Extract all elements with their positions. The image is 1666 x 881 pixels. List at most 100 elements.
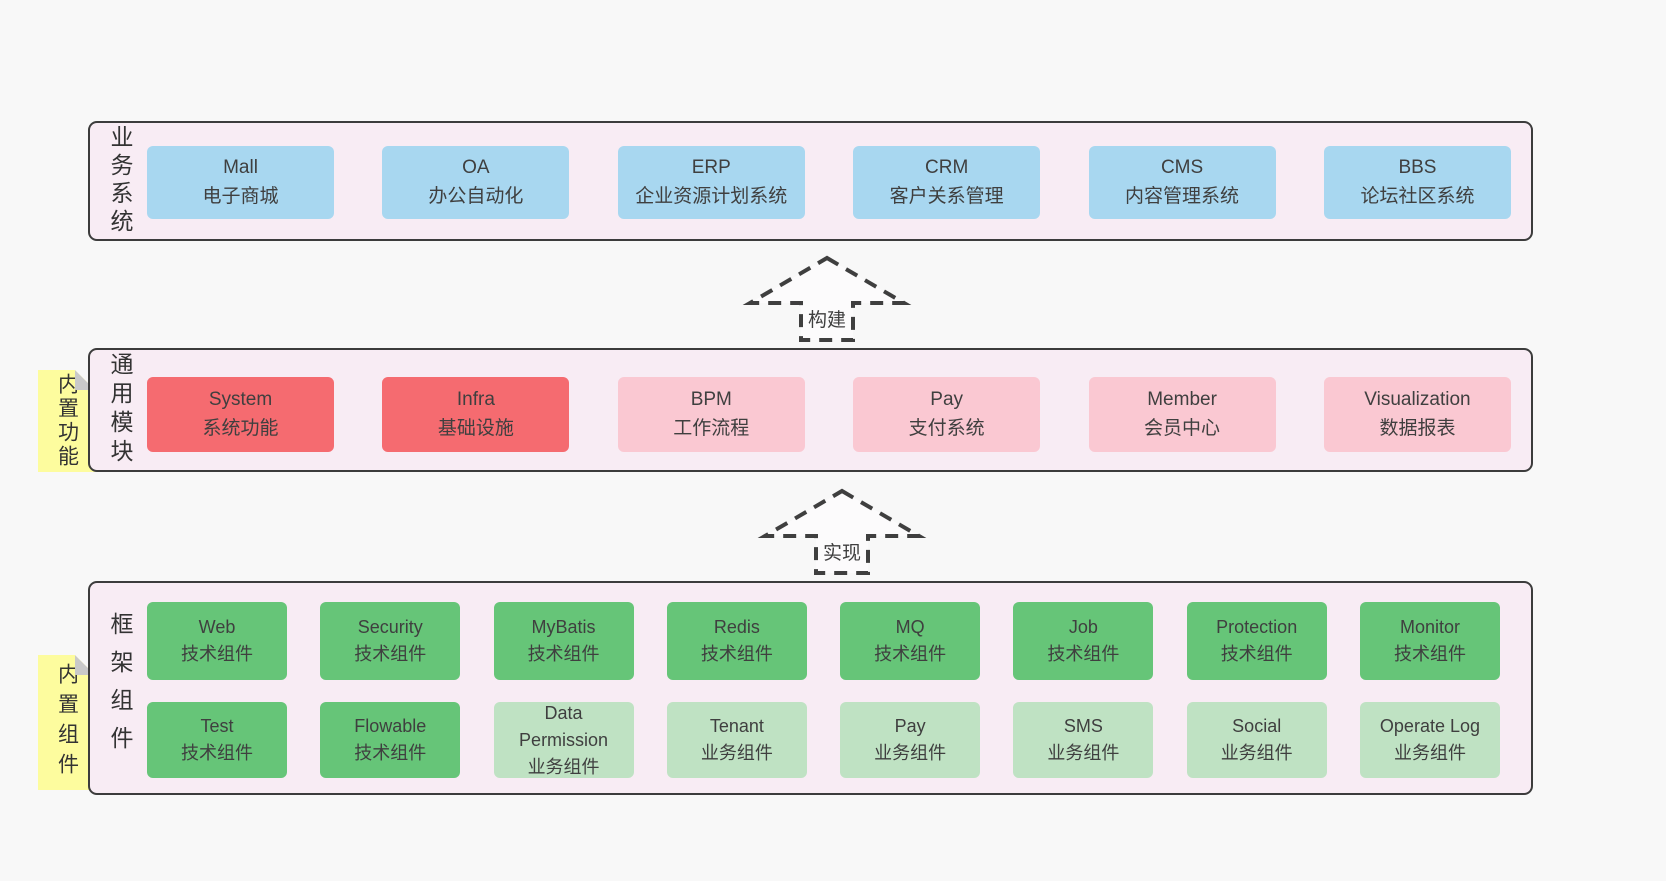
box-en: MQ: [895, 617, 925, 637]
box-zh: 技术组件: [874, 644, 947, 664]
box-zh: 技术组件: [700, 644, 773, 664]
box-security: Security 技术组件: [320, 602, 461, 680]
box-en: ERP: [691, 157, 731, 178]
box-pay-module: Pay 支付系统: [853, 377, 1041, 452]
box-zh: 业务组件: [874, 743, 947, 763]
box-zh: 企业资源计划系统: [635, 185, 788, 207]
box-zh: 技术组件: [181, 644, 253, 664]
box-zh: 办公自动化: [428, 185, 524, 207]
box-mall: Mall 电子商城: [147, 146, 334, 219]
box-zh: 系统功能: [202, 417, 279, 439]
box-zh: 基础设施: [437, 417, 514, 439]
box-zh: 技术组件: [1220, 644, 1293, 664]
box-en: CRM: [925, 157, 969, 178]
box-zh: 技术组件: [1047, 644, 1120, 664]
box-en: System: [208, 389, 273, 410]
box-test: Test 技术组件: [147, 702, 287, 778]
box-zh: 业务组件: [527, 756, 600, 777]
builtin-components-sticky-note: 内置组件: [38, 655, 95, 790]
box-en: MyBatis: [531, 617, 596, 637]
framework-components-container: 框架组件 Web 技术组件 Security 技术组件 MyBatis 技术组件…: [88, 581, 1533, 795]
box-en: Mall: [223, 157, 258, 178]
box-zh: 数据报表: [1379, 417, 1456, 439]
builtin-features-sticky-note: 内置功能: [38, 370, 95, 472]
implement-arrow-label: 实现: [819, 538, 865, 565]
common-modules-container: 通用模块 System 系统功能 Infra 基础设施 BPM 工作流程 Pay…: [88, 348, 1533, 472]
box-en: CMS: [1160, 157, 1204, 178]
business-systems-container: 业务系统 Mall 电子商城 OA 办公自动化 ERP 企业资源计划系统 CRM…: [88, 121, 1533, 241]
box-en: Test: [200, 716, 234, 736]
box-mybatis: MyBatis 技术组件: [493, 602, 634, 680]
box-web: Web 技术组件: [147, 602, 287, 680]
box-en: Redis: [713, 617, 760, 637]
box-cms: CMS 内容管理系统: [1088, 146, 1276, 219]
framework-row-2: Test 技术组件 Flowable 技术组件 Data Permission …: [147, 702, 1500, 778]
box-zh: 技术组件: [354, 743, 427, 763]
box-operate-log: Operate Log 业务组件: [1359, 702, 1500, 778]
box-en: Security: [357, 617, 423, 637]
dashed-up-arrow-icon: [757, 488, 927, 575]
box-en: Member: [1147, 389, 1217, 410]
box-en: Operate Log: [1379, 716, 1480, 736]
box-en: Infra: [456, 389, 495, 410]
box-en: BBS: [1398, 157, 1437, 178]
box-flowable: Flowable 技术组件: [320, 702, 461, 778]
box-zh: 会员中心: [1144, 417, 1221, 439]
box-zh: 业务组件: [700, 743, 773, 763]
box-zh: 业务组件: [1047, 743, 1120, 763]
common-modules-label: 通用模块: [107, 352, 133, 468]
box-en: Web: [198, 617, 236, 637]
box-mq: MQ 技术组件: [840, 602, 981, 680]
box-en: Visualization: [1364, 389, 1471, 410]
box-en: Job: [1068, 617, 1098, 637]
box-en: Pay: [894, 716, 926, 736]
box-sms: SMS 业务组件: [1013, 702, 1154, 778]
box-en: Protection: [1216, 617, 1298, 637]
business-systems-row: Mall 电子商城 OA 办公自动化 ERP 企业资源计划系统 CRM 客户关系…: [147, 146, 1511, 219]
box-member: Member 会员中心: [1088, 377, 1276, 452]
dashed-up-arrow-icon: [742, 255, 912, 342]
box-en: Tenant: [709, 716, 764, 736]
builtin-features-label: 内置功能: [55, 373, 79, 469]
build-arrow-label: 构建: [804, 305, 850, 332]
box-oa: OA 办公自动化: [382, 146, 570, 219]
box-en: Flowable: [354, 716, 427, 736]
box-system: System 系统功能: [147, 377, 334, 452]
box-zh: 技术组件: [527, 644, 600, 664]
box-zh: 技术组件: [354, 644, 427, 664]
box-data-permission: Data Permission 业务组件: [493, 702, 634, 778]
implement-arrow: 实现: [757, 486, 927, 578]
box-pay-component: Pay 业务组件: [840, 702, 981, 778]
box-zh: 客户关系管理: [889, 185, 1004, 207]
framework-components-label: 框架组件: [107, 612, 133, 764]
box-erp: ERP 企业资源计划系统: [617, 146, 805, 219]
box-crm: CRM 客户关系管理: [853, 146, 1041, 219]
box-en: Social: [1232, 716, 1282, 736]
box-en: Pay: [930, 389, 964, 410]
framework-row-1: Web 技术组件 Security 技术组件 MyBatis 技术组件 Redi…: [147, 602, 1500, 680]
box-social: Social 业务组件: [1186, 702, 1327, 778]
box-visualization: Visualization 数据报表: [1323, 377, 1511, 452]
box-tenant: Tenant 业务组件: [666, 702, 807, 778]
box-zh: 支付系统: [908, 417, 985, 439]
box-monitor: Monitor 技术组件: [1359, 602, 1500, 680]
box-zh: 业务组件: [1220, 743, 1293, 763]
business-systems-label: 业务系统: [107, 125, 133, 237]
box-en: OA: [462, 157, 490, 178]
box-zh: 电子商城: [202, 185, 279, 207]
box-zh: 内容管理系统: [1125, 185, 1240, 207]
box-redis: Redis 技术组件: [666, 602, 807, 680]
box-en: BPM: [690, 389, 732, 410]
box-zh: 技术组件: [181, 743, 253, 763]
box-zh: 工作流程: [673, 417, 750, 439]
box-infra: Infra 基础设施: [382, 377, 570, 452]
box-en: Monitor: [1399, 617, 1460, 637]
box-bpm: BPM 工作流程: [617, 377, 805, 452]
box-en: SMS: [1063, 716, 1103, 736]
box-en: Data Permission: [519, 702, 609, 750]
common-modules-row: System 系统功能 Infra 基础设施 BPM 工作流程 Pay 支付系统…: [147, 377, 1511, 452]
box-zh: 论坛社区系统: [1360, 185, 1475, 207]
box-bbs: BBS 论坛社区系统: [1323, 146, 1511, 219]
box-zh: 技术组件: [1393, 644, 1466, 664]
